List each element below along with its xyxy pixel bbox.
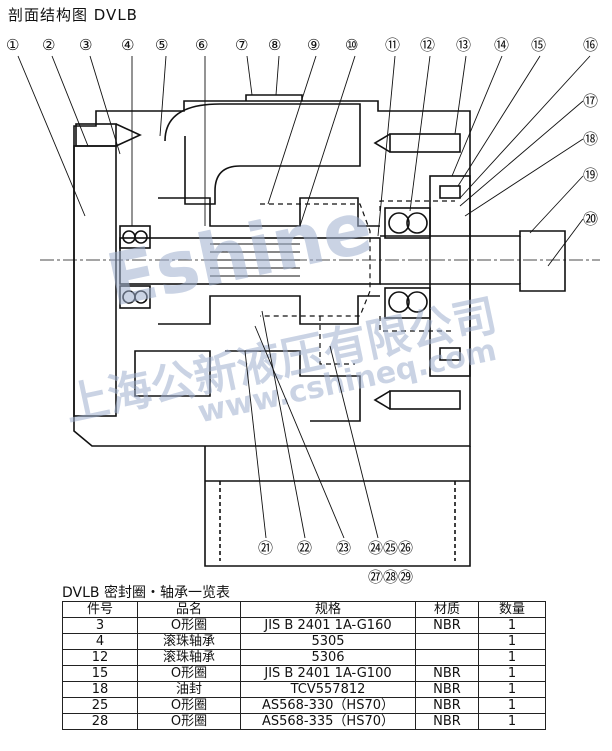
table-header-row: 件号 品名 规格 材质 数量	[62, 601, 546, 618]
cell-part-no: 4	[62, 633, 138, 650]
table-row: 4 滚珠轴承 5305 1	[62, 633, 546, 650]
cell-qty: 1	[478, 649, 546, 666]
cell-name: O形圈	[137, 713, 241, 730]
cell-material: NBR	[415, 697, 479, 714]
table-row: 15 O形圈 JIS B 2401 1A-G100 NBR 1	[62, 665, 546, 682]
table-row: 28 O形圈 AS568-335（HS70） NBR 1	[62, 713, 546, 730]
header-part-no: 件号	[62, 601, 138, 618]
callout-14: ⑭	[494, 36, 509, 54]
cell-material	[415, 633, 479, 650]
cell-name: 滚珠轴承	[137, 649, 241, 666]
cell-spec: 5306	[240, 649, 416, 666]
callout-22: ㉒	[297, 539, 312, 557]
cell-qty: 1	[478, 665, 546, 682]
cell-spec: 5305	[240, 633, 416, 650]
callout-19: ⑲	[583, 166, 598, 184]
cell-name: 油封	[137, 681, 241, 698]
cell-material: NBR	[415, 617, 479, 634]
cell-name: O形圈	[137, 665, 241, 682]
cell-part-no: 3	[62, 617, 138, 634]
header-material: 材质	[415, 601, 479, 618]
callout-5: ⑤	[155, 36, 168, 54]
watermark-brand: Eshine	[99, 185, 379, 323]
cell-qty: 1	[478, 633, 546, 650]
cell-name: O形圈	[137, 697, 241, 714]
cell-qty: 1	[478, 697, 546, 714]
callout-20: ⑳	[583, 210, 598, 228]
cell-qty: 1	[478, 681, 546, 698]
cell-material	[415, 649, 479, 666]
callout-21: ㉑	[258, 539, 273, 557]
cell-spec: JIS B 2401 1A-G100	[240, 665, 416, 682]
cell-name: O形圈	[137, 617, 241, 634]
table-row: 25 O形圈 AS568-330（HS70） NBR 1	[62, 697, 546, 714]
cell-material: NBR	[415, 665, 479, 682]
callout-6: ⑥	[195, 36, 208, 54]
cell-material: NBR	[415, 713, 479, 730]
callout-11: ⑪	[385, 36, 400, 54]
callout-9: ⑨	[307, 36, 320, 54]
cell-part-no: 15	[62, 665, 138, 682]
callout-24-25-26: ㉔㉕㉖	[368, 539, 413, 557]
header-qty: 数量	[478, 601, 546, 618]
callout-10: ⑩	[345, 36, 358, 54]
callout-17: ⑰	[583, 92, 598, 110]
cell-part-no: 12	[62, 649, 138, 666]
table-row: 12 滚珠轴承 5306 1	[62, 649, 546, 666]
callout-7: ⑦	[235, 36, 248, 54]
cell-name: 滚珠轴承	[137, 633, 241, 650]
callout-23: ㉓	[336, 539, 351, 557]
table-row: 3 O形圈 JIS B 2401 1A-G160 NBR 1	[62, 617, 546, 634]
callout-15: ⑮	[531, 36, 546, 54]
callout-2: ②	[42, 36, 55, 54]
callout-12: ⑫	[420, 36, 435, 54]
cross-section-diagram: Eshine 上海公新液压有限公司 www.cshineq.com ① ② ③ …	[6, 36, 600, 586]
cell-part-no: 25	[62, 697, 138, 714]
cell-part-no: 18	[62, 681, 138, 698]
cell-spec: TCV557812	[240, 681, 416, 698]
callout-4: ④	[121, 36, 134, 54]
cell-spec: AS568-335（HS70）	[240, 713, 416, 730]
callout-8: ⑧	[268, 36, 281, 54]
callout-13: ⑬	[456, 36, 471, 54]
cell-qty: 1	[478, 713, 546, 730]
page-title: 剖面结构图 DVLB	[8, 6, 138, 24]
cell-spec: AS568-330（HS70）	[240, 697, 416, 714]
callout-1: ①	[6, 36, 19, 54]
table-row: 18 油封 TCV557812 NBR 1	[62, 681, 546, 698]
cell-part-no: 28	[62, 713, 138, 730]
callout-16: ⑯	[583, 36, 598, 54]
callout-27-28-29: ㉗㉘㉙	[368, 568, 413, 586]
callout-3: ③	[79, 36, 92, 54]
seal-bearing-table: 件号 品名 规格 材质 数量 3 O形圈 JIS B 2401 1A-G160 …	[62, 601, 546, 730]
header-name: 品名	[137, 601, 241, 618]
cell-material: NBR	[415, 681, 479, 698]
cell-spec: JIS B 2401 1A-G160	[240, 617, 416, 634]
cell-qty: 1	[478, 617, 546, 634]
callout-18: ⑱	[583, 130, 598, 148]
header-spec: 规格	[240, 601, 416, 618]
table-title: DVLB 密封圈・轴承一览表	[62, 585, 230, 601]
